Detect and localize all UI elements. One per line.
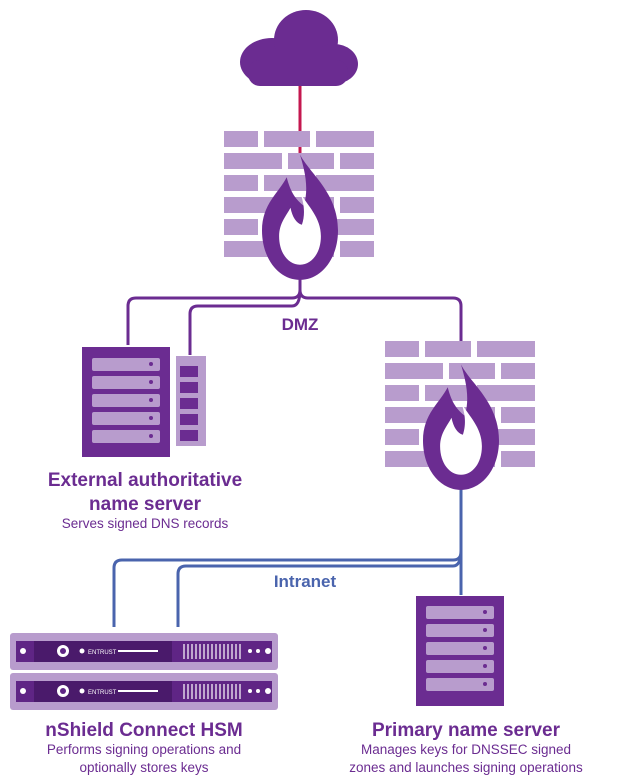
dmz-zone-label: DMZ	[282, 315, 319, 334]
server-icon	[416, 596, 504, 706]
firewall-icon	[385, 341, 535, 490]
primary-server-description-line2: zones and launches signing operations	[349, 760, 583, 775]
external-server-title-line2: name server	[89, 494, 202, 515]
firewall-icon	[224, 131, 374, 280]
intranet-zone-label: Intranet	[274, 572, 337, 591]
connection-lines	[112, 86, 463, 627]
server-icon	[82, 347, 206, 457]
cloud-icon	[240, 10, 358, 86]
hsm-description-line2: optionally stores keys	[79, 760, 208, 775]
dmz-link-external-right	[188, 289, 302, 355]
primary-server-description: Manages keys for DNSSEC signed	[361, 742, 571, 757]
hsm-description: Performs signing operations and	[47, 742, 241, 757]
hsm-title: nShield Connect HSM	[45, 720, 242, 741]
external-server-description: Serves signed DNS records	[62, 516, 229, 531]
hsm-unit: ENTRUST	[10, 673, 278, 710]
hsm-brand-label: ENTRUST	[88, 690, 117, 696]
external-server-title: External authoritative	[48, 470, 242, 491]
hsm-appliance-icon: ENTRUST ENTRUST	[10, 633, 278, 710]
hsm-brand-label: ENTRUST	[88, 650, 117, 656]
dmz-link-firewall	[298, 289, 463, 342]
hsm-unit: ENTRUST	[10, 633, 278, 670]
primary-server-title: Primary name server	[372, 720, 561, 741]
